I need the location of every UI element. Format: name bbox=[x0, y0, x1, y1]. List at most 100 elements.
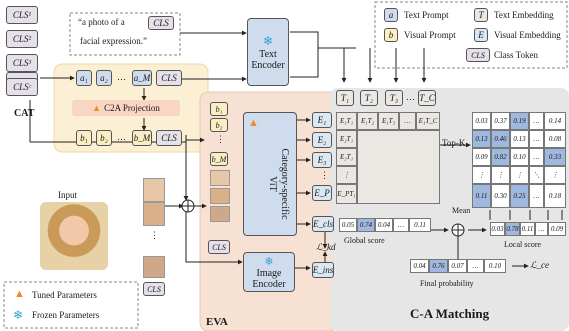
topk-cell-1-1: 0.46 bbox=[491, 130, 510, 148]
sim-cell-0-4: E₁T_C bbox=[416, 112, 440, 130]
cls-token-3-label: CLS³ bbox=[12, 58, 32, 68]
text-prompt-am: a_M bbox=[132, 70, 152, 86]
visual-embedding-ecls-label: E_cls bbox=[313, 219, 333, 229]
cat-cls-token-top: CLS bbox=[156, 70, 182, 86]
image-encoder-line2: Encoder bbox=[252, 278, 286, 290]
text-prompt-a1-label: a₁ bbox=[80, 73, 88, 83]
legend-text-prompt-swatch: a bbox=[384, 8, 398, 22]
legend-visual-embedding-swatch-label: E bbox=[478, 30, 484, 40]
topk-cell-1-2: 0.13 bbox=[510, 130, 529, 148]
text-prompt-a2-label: a₂ bbox=[100, 73, 108, 83]
vit-label: Category-specific ViT bbox=[266, 129, 290, 239]
legend-visual-embedding-swatch: E bbox=[474, 28, 488, 42]
visual-embedding-ellipsis: ⋮ bbox=[320, 170, 329, 180]
topk-cell-2-0: 0.09 bbox=[472, 148, 491, 166]
visual-embedding-eins-label: E_ins bbox=[312, 265, 334, 275]
legend-class-token-label: Class Token bbox=[494, 50, 538, 60]
topk-cell-4-2: 0.25 bbox=[510, 184, 529, 208]
topk-cell-3-4: ⋮ bbox=[544, 166, 566, 184]
topk-cell-1-4: 0.08 bbox=[544, 130, 566, 148]
patch-2 bbox=[143, 202, 165, 226]
legend-text-embedding-swatch-label: T bbox=[478, 10, 484, 20]
visual-embedding-e1: E₁ bbox=[312, 112, 332, 128]
sim-cell-0-1: E₁T₂ bbox=[357, 112, 378, 130]
text-prompt-a2: a₂ bbox=[96, 70, 112, 86]
sim-cell-2-0: E₃T₁ bbox=[336, 148, 357, 166]
prompt-cls-token: CLS bbox=[148, 16, 174, 30]
frozen-parameters-label: Frozen Parameters bbox=[32, 310, 100, 320]
local-score-cell-3: … bbox=[535, 222, 548, 236]
legend-text-prompt-swatch-label: a bbox=[388, 10, 394, 20]
text-encoder-line1: Text bbox=[259, 48, 277, 60]
sim-cell-0-2: E₁T₃ bbox=[378, 112, 399, 130]
visual-embedding-e3-label: E₃ bbox=[317, 155, 327, 165]
category-specific-vit: ▲ Category-specific ViT bbox=[243, 112, 297, 236]
text-embedding-tc-label: T_C bbox=[419, 93, 435, 103]
eva-b1: b₁ bbox=[210, 102, 228, 116]
eva-label: EVA bbox=[206, 316, 228, 328]
ce-loss: ℒ_ce bbox=[530, 260, 549, 270]
topk-cell-3-1: ⋮ bbox=[491, 166, 510, 184]
eva-cls-token: CLS bbox=[208, 240, 230, 254]
visual-prompt-b2: b₂ bbox=[96, 130, 112, 146]
visual-embedding-e2-label: E₂ bbox=[317, 135, 327, 145]
legend-text-embedding-label: Text Embedding bbox=[494, 10, 554, 20]
topk-label: Top-K bbox=[442, 138, 466, 148]
sim-cell-0-0: E₁T₁ bbox=[336, 112, 357, 130]
topk-cell-4-1: 0.30 bbox=[491, 184, 510, 208]
prompt-line-2: facial expression.” bbox=[80, 36, 147, 46]
topk-cell-2-3: … bbox=[529, 148, 544, 166]
patch-p bbox=[143, 256, 165, 278]
global-score-cell-0: 0.05 bbox=[339, 218, 357, 232]
eva-bm: b_M bbox=[210, 152, 228, 166]
sim-cell-3-0: ⋮ bbox=[336, 166, 357, 184]
final-probability-cell-1: 0.76 bbox=[429, 259, 448, 273]
eva-b2: b₂ bbox=[210, 118, 228, 132]
local-score-cell-1: 0.78 bbox=[505, 222, 520, 236]
tuned-parameters-label: Tuned Parameters bbox=[32, 290, 97, 300]
visual-embedding-eins: E_ins bbox=[312, 262, 334, 278]
text-encoder: ❄ Text Encoder bbox=[247, 18, 289, 86]
snowflake-icon: ❄ bbox=[262, 33, 274, 48]
eva-cls-token-label: CLS bbox=[212, 242, 226, 252]
input-label: Input bbox=[58, 190, 77, 200]
sim-cell-3-0-label: ⋮ bbox=[343, 171, 350, 179]
topk-cell-4-3: … bbox=[529, 184, 544, 208]
local-score-cell-4: 0.09 bbox=[548, 222, 566, 236]
text-prompt-ellipsis: … bbox=[117, 72, 126, 82]
sim-cell-2-0-label: E₃T₁ bbox=[339, 153, 354, 161]
topk-cell-1-0: 0.13 bbox=[472, 130, 491, 148]
cat-cls-token-bottom: CLS bbox=[156, 130, 182, 146]
ca-matching-label: C-A Matching bbox=[410, 306, 490, 321]
text-encoder-line2: Encoder bbox=[251, 59, 285, 71]
topk-cell-4-4: 0.18 bbox=[544, 184, 566, 208]
sim-cell-0-0-label: E₁T₁ bbox=[339, 117, 354, 125]
c2a-projection: ▲ C2A Projection bbox=[72, 100, 180, 116]
sim-cell-4-0-label: E_PT₁ bbox=[337, 190, 356, 198]
global-score-cell-2: 0.04 bbox=[375, 218, 393, 232]
eva-bm-label: b_M bbox=[211, 154, 227, 164]
cls-token-2-label: CLS² bbox=[12, 34, 32, 44]
topk-cell-2-2: 0.10 bbox=[510, 148, 529, 166]
cls-token-c: CLSᶜ bbox=[6, 78, 38, 96]
snowflake-icon-legend: ❄ bbox=[13, 308, 24, 322]
global-score-label: Global score bbox=[344, 236, 385, 245]
cat-cls-token-bottom-label: CLS bbox=[161, 133, 177, 143]
topk-cell-2-4: 0.33 bbox=[544, 148, 566, 166]
sim-cell-0-4-label: E₁T_C bbox=[418, 117, 438, 125]
text-embedding-t2-label: T₂ bbox=[364, 93, 374, 103]
legend-visual-prompt-label: Visual Prompt bbox=[404, 30, 456, 40]
image-encoder: ❄ Image Encoder bbox=[243, 252, 295, 292]
visual-prompt-b2-label: b₂ bbox=[100, 133, 108, 143]
cat-cls-token-top-label: CLS bbox=[161, 73, 177, 83]
patch-ellipsis: ⋮ bbox=[150, 230, 159, 240]
legend-visual-prompt-swatch-label: b bbox=[388, 30, 394, 40]
final-probability-cell-0: 0.04 bbox=[410, 259, 429, 273]
sim-cell-1-0-label: E₂T₁ bbox=[339, 135, 354, 143]
image-encoder-line1: Image bbox=[256, 267, 282, 279]
sim-cell-4-0: E_PT₁ bbox=[336, 184, 357, 204]
topk-cell-0-2: 0.19 bbox=[510, 112, 529, 130]
